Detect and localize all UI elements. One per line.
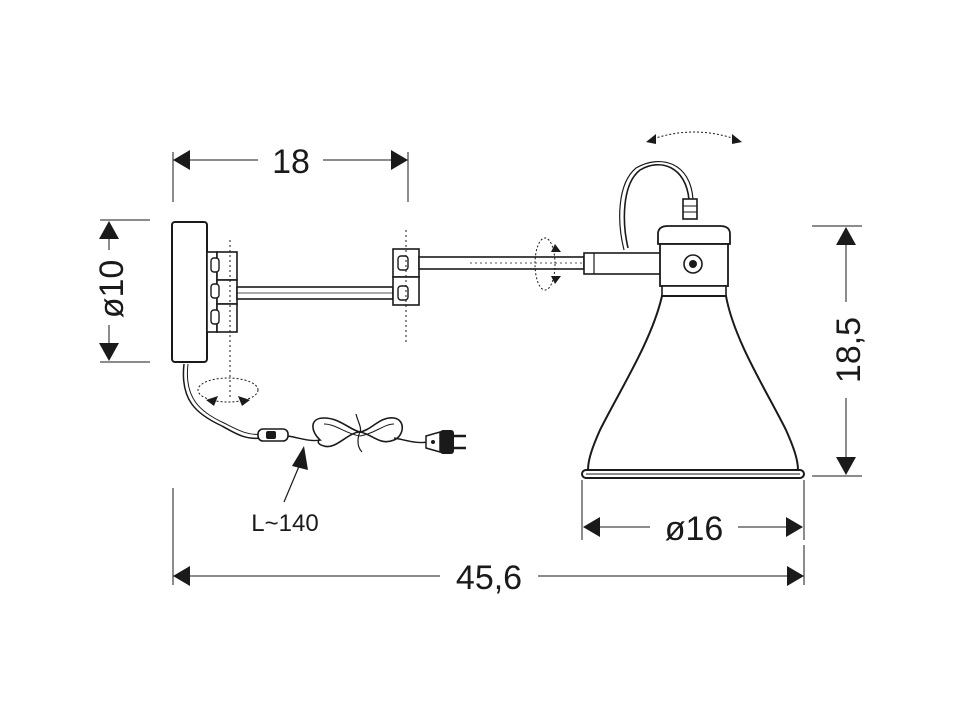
arm-length-label: 18: [272, 143, 310, 181]
shade-tilt-arrow-icon: [646, 131, 742, 144]
dimension-base-diameter: ø10: [93, 219, 150, 363]
arm-rotation-arrow-icon: [534, 237, 561, 291]
shade-height-label: 18,5: [830, 317, 868, 383]
lamp-shade: [581, 160, 805, 479]
swing-arm-lower: [236, 286, 394, 300]
base-diameter-label: ø10: [93, 260, 131, 319]
dimension-arm-length: 18: [172, 143, 409, 202]
power-cable: [182, 363, 466, 454]
swing-arm-upper: [418, 252, 665, 275]
power-plug-icon: [425, 430, 466, 454]
dimension-shade-diameter: ø16: [581, 480, 805, 548]
dimension-total-length: 45,6: [172, 488, 805, 597]
cable-coil-icon: [312, 417, 404, 448]
elbow-joint: [392, 230, 420, 345]
total-length-label: 45,6: [456, 559, 522, 597]
cable-length-label: L~140: [251, 510, 318, 537]
shade-diameter-label: ø16: [665, 510, 724, 548]
wall-base-plate: [171, 221, 208, 363]
wall-hinge-bracket: [206, 240, 238, 400]
callout-cable-length: L~140: [251, 446, 319, 537]
base-rotation-arrow-icon: [197, 377, 259, 406]
dimension-shade-height: 18,5: [812, 225, 868, 477]
